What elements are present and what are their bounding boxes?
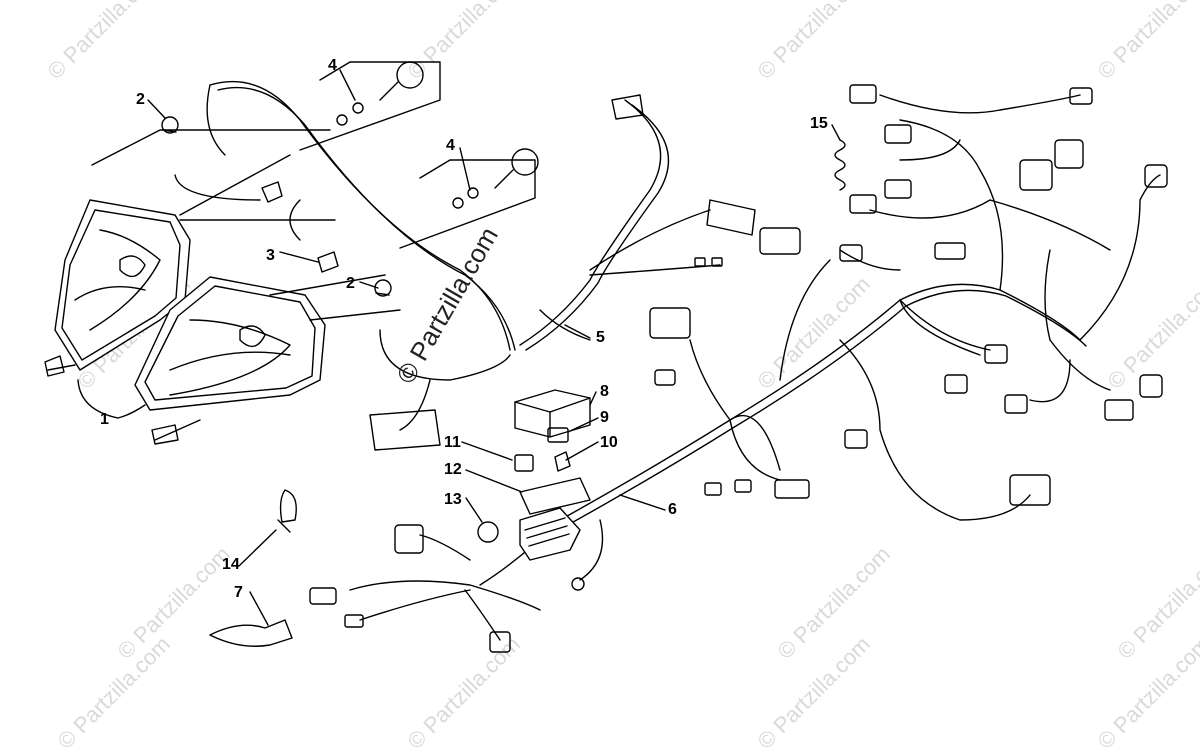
callout-4: 4 xyxy=(446,137,455,154)
headlight-right xyxy=(134,276,326,445)
callout-2: 2 xyxy=(346,275,355,292)
callout-9: 9 xyxy=(600,409,609,426)
callout-15: 15 xyxy=(810,115,828,132)
callout-2: 2 xyxy=(136,91,145,108)
callout-13: 13 xyxy=(444,491,462,508)
callout-12: 12 xyxy=(444,461,462,478)
callout-1: 1 xyxy=(100,411,109,428)
headlight-left xyxy=(44,199,191,377)
callout-10: 10 xyxy=(600,434,618,451)
callout-3: 3 xyxy=(266,247,275,264)
callout-14: 14 xyxy=(222,556,240,573)
callout-11: 11 xyxy=(444,434,461,451)
callout-5: 5 xyxy=(596,329,605,346)
callout-4: 4 xyxy=(328,57,337,74)
callout-7: 7 xyxy=(234,584,243,601)
callout-6: 6 xyxy=(668,501,677,518)
callout-8: 8 xyxy=(600,383,609,400)
